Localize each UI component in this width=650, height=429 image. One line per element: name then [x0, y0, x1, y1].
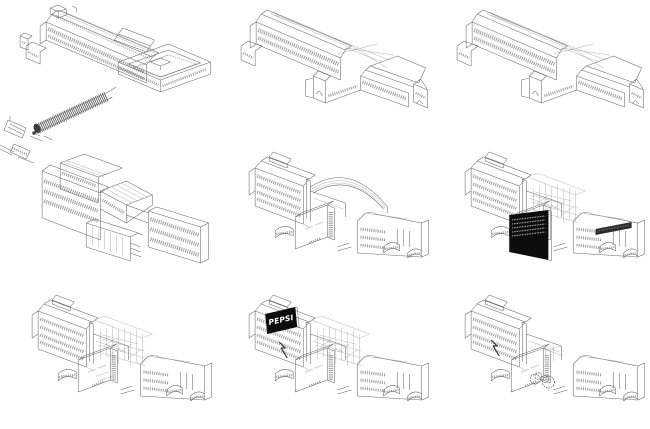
facade-scribble-mark: [278, 341, 288, 359]
drawing-fragment-structure: [0, 286, 217, 429]
tree-icon: [541, 375, 556, 391]
ribbed-gallery-vault: [32, 91, 109, 135]
facade-scribble-mark: [491, 339, 501, 357]
drawing-complex-overview-b: [433, 0, 650, 143]
tree-icon: [530, 372, 543, 387]
drawing-fragment-trees: [433, 286, 650, 429]
drawing-modern-block: [0, 143, 217, 286]
drawing-complex-overview-a: [216, 0, 434, 143]
drawing-fragment-pepsi: PEPSI: [216, 286, 434, 429]
dark-louver-band: [595, 222, 632, 235]
drawing-complex-aerial: [0, 0, 217, 143]
barrel-vault-roof: [309, 177, 388, 213]
drawing-fragment-vault: [216, 143, 434, 286]
drawing-fragment-billboard: [433, 143, 650, 286]
pepsi-sign: PEPSI: [264, 306, 300, 334]
black-billboard-panel: [509, 209, 552, 262]
